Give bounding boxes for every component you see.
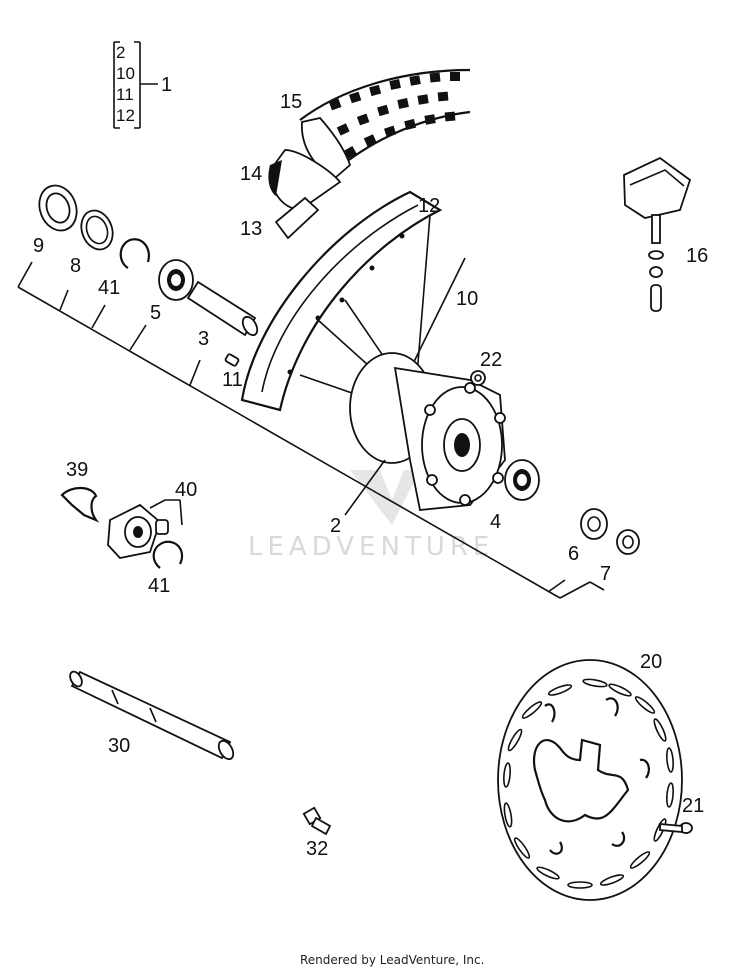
rim: 12	[240, 190, 443, 412]
callout-39: 39	[66, 459, 88, 481]
bolt-21: 21	[659, 795, 704, 834]
tire-sidewall	[301, 117, 352, 180]
callout-22: 22	[480, 349, 502, 371]
axle-30: 30	[69, 670, 235, 761]
rim-profile	[240, 190, 443, 412]
kit-member-10: 10	[116, 64, 135, 83]
callout-13: 13	[240, 218, 262, 240]
callout-41a: 41	[98, 277, 120, 299]
callout-32: 32	[306, 838, 328, 860]
callout-16: 16	[686, 245, 708, 267]
kit-member-11: 11	[116, 85, 134, 104]
rim-band-shape	[274, 196, 320, 240]
callout-6: 6	[568, 543, 579, 565]
circlip-41a: 41	[98, 238, 150, 299]
bearing-5: 5	[150, 259, 194, 324]
axle-assembly-line	[17, 261, 605, 599]
watermark-text: LEADVENTURE	[248, 532, 494, 562]
bolt-32: 32	[302, 806, 332, 860]
tire-tread	[328, 72, 460, 159]
nut-22: 22	[470, 349, 502, 386]
rim-band: 13	[240, 196, 320, 240]
callout-5: 5	[150, 302, 161, 324]
brake-disc-20: 20	[497, 651, 683, 901]
callout-4: 4	[490, 511, 501, 533]
valve-16: 16	[623, 156, 708, 312]
callout-15: 15	[280, 91, 302, 113]
callout-40: 40	[175, 479, 197, 501]
callout-41b: 41	[148, 575, 170, 597]
seal-9: 9	[33, 184, 78, 257]
disc-holes	[503, 678, 674, 889]
callout-30: 30	[108, 735, 130, 757]
seal-8: 8	[70, 209, 114, 277]
tube-edge	[268, 160, 282, 196]
kit-member-2: 2	[116, 43, 125, 62]
tire: 15	[280, 68, 471, 180]
disc-carrier	[532, 738, 630, 823]
tube: 14	[240, 149, 342, 211]
speedo-drive-40: 40	[107, 479, 197, 559]
callout-7: 7	[600, 563, 611, 585]
disc-slots	[544, 697, 650, 855]
callout-2: 2	[330, 515, 341, 537]
rim-inner-edge	[261, 204, 419, 393]
spacer-7: 7	[600, 529, 640, 585]
callout-3: 3	[198, 328, 209, 350]
callout-20: 20	[640, 651, 662, 673]
circlip-41b: 41	[148, 540, 184, 597]
leader-2	[344, 459, 386, 516]
callout-11: 11	[222, 369, 243, 391]
callout-21: 21	[682, 795, 704, 817]
kit-member-12: 12	[116, 106, 135, 125]
callout-8: 8	[70, 255, 81, 277]
spacer-3: 3	[186, 280, 259, 350]
kit-bracket	[113, 41, 141, 129]
clip-39: 39	[60, 459, 100, 523]
nipple-11: 11	[222, 353, 243, 391]
callout-9: 9	[33, 235, 44, 257]
kit-label-1: 1	[161, 74, 172, 96]
footer-credit: Rendered by LeadVenture, Inc.	[300, 953, 484, 967]
seal-6: 6	[568, 508, 608, 565]
disc-outer	[497, 659, 683, 901]
bearing-4: 4	[490, 459, 540, 533]
callout-14: 14	[240, 163, 262, 185]
kit-group: 2 10 11 12 1	[113, 41, 172, 129]
callout-12: 12	[418, 195, 440, 217]
callout-10: 10	[456, 288, 478, 310]
